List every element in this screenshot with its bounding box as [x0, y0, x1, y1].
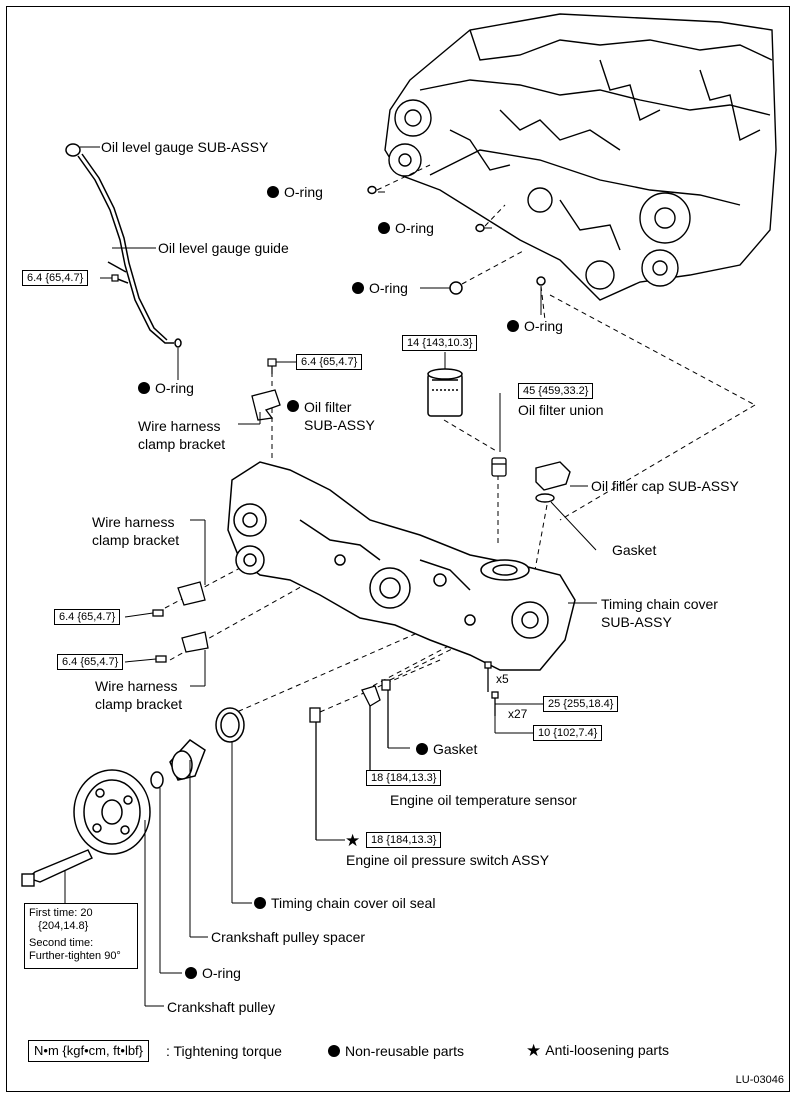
torque-oil-temperature-sensor: 18 {184,13.3}	[366, 770, 442, 786]
non-reusable-dot-icon	[416, 743, 428, 755]
leader-lines	[64, 146, 597, 1007]
torque-clamp-bracket-bolt-mid: 6.4 {65,4.7}	[54, 609, 121, 625]
label-timing-chain-cover-oil-seal: Timing chain cover oil seal	[254, 895, 435, 912]
torque-gauge-guide-bolt: 6.4 {65,4.7}	[22, 270, 89, 286]
crank-torque-line1: First time: 20	[29, 907, 93, 919]
non-reusable-dot-icon	[378, 222, 390, 234]
label-oil-filter-union: Oil filter union	[518, 402, 604, 418]
seal-spacer-art	[150, 707, 245, 789]
non-reusable-dot-icon	[352, 282, 364, 294]
non-reusable-dot-icon	[507, 320, 519, 332]
gasket-text: Gasket	[433, 741, 478, 757]
count-x27: x27	[508, 707, 528, 721]
label-gasket-filler: Gasket	[612, 542, 657, 558]
cover-bolts-art	[484, 661, 499, 716]
sensors-art	[309, 679, 391, 840]
timing-chain-cover-art	[227, 461, 576, 671]
o-ring-text: O-ring	[395, 220, 434, 236]
label-oil-level-gauge-subassy: Oil level gauge SUB-ASSY	[101, 139, 269, 155]
o-ring-text: O-ring	[284, 184, 323, 200]
label-o-ring-5: O-ring	[138, 380, 194, 397]
torque-cover-bolt-x5: 10 {102,7.4}	[533, 725, 603, 741]
crank-bolt-torque-box: First time: 20 {204,14.8} Second time: F…	[24, 903, 138, 969]
label-timing-chain-cover-subassy: Timing chain cover SUB-ASSY	[601, 596, 718, 630]
oil-filter-text: Oil filter SUB-ASSY	[304, 399, 375, 433]
torque-oil-pressure-switch: 18 {184,13.3}	[366, 832, 442, 848]
figure-code: LU-03046	[735, 1074, 784, 1086]
label-oil-filler-cap-subassy: Oil filler cap SUB-ASSY	[591, 478, 739, 494]
non-reusable-dot-icon	[267, 186, 279, 198]
label-o-ring-4: O-ring	[507, 318, 563, 335]
label-gasket-sensor: Gasket	[416, 741, 477, 758]
legend-non-reusable: Non-reusable parts	[328, 1043, 464, 1060]
oil-level-gauge-art	[65, 143, 174, 344]
oil-filler-cap-art	[535, 461, 571, 503]
label-wire-harness-clamp-bracket-top: Wire harness clamp bracket	[138, 418, 226, 452]
oil-filter-art	[427, 368, 463, 417]
label-crankshaft-pulley-spacer: Crankshaft pulley spacer	[211, 929, 366, 945]
legend-non-reusable-text: Non-reusable parts	[345, 1043, 465, 1059]
label-o-ring-crank: O-ring	[185, 965, 241, 982]
clamp-bracket-top-art	[251, 389, 281, 421]
label-crankshaft-pulley: Crankshaft pulley	[167, 999, 276, 1015]
clamp-bracket-lower-art	[152, 581, 209, 663]
non-reusable-dot-icon	[287, 400, 299, 412]
label-oil-level-gauge-guide: Oil level gauge guide	[158, 240, 289, 256]
legend-anti-loosening-text: Anti-loosening parts	[545, 1042, 669, 1058]
label-engine-oil-temperature-sensor: Engine oil temperature sensor	[390, 792, 577, 808]
crank-bolt-art	[21, 849, 93, 887]
o-ring-text: O-ring	[524, 318, 563, 334]
non-reusable-dot-icon	[138, 382, 150, 394]
torque-oil-filter: 14 {143,10.3}	[402, 335, 478, 351]
label-o-ring-2: O-ring	[378, 220, 434, 237]
oil-filter-union-art	[491, 457, 507, 477]
torque-clamp-bracket-bolt-bottom: 6.4 {65,4.7}	[57, 654, 124, 670]
o-ring-text: O-ring	[369, 280, 408, 296]
torque-cover-bolt-x27: 25 {255,18.4}	[543, 696, 619, 712]
count-x5: x5	[496, 672, 509, 686]
torque-oil-filter-union: 45 {459,33.2}	[518, 383, 594, 399]
torque-clamp-bracket-bolt-top: 6.4 {65,4.7}	[296, 354, 363, 370]
anti-loosening-star-icon: ★	[345, 831, 361, 850]
label-wire-harness-clamp-bracket-mid: Wire harness clamp bracket	[92, 514, 180, 548]
legend-torque-units: N•m {kgf•cm, ft•lbf}	[28, 1040, 150, 1062]
non-reusable-dot-icon	[185, 967, 197, 979]
crankshaft-pulley-art	[73, 769, 151, 855]
o-ring-text: O-ring	[202, 965, 241, 981]
crank-torque-line2: {204,14.8}	[29, 920, 89, 932]
label-wire-harness-clamp-bracket-bottom: Wire harness clamp bracket	[95, 678, 183, 712]
label-o-ring-3: O-ring	[352, 280, 408, 297]
legend-anti-loosening: ★Anti-loosening parts	[526, 1042, 669, 1059]
diagram-frame	[6, 6, 790, 1092]
non-reusable-dot-icon	[328, 1045, 340, 1057]
label-engine-oil-pressure-switch-assy: Engine oil pressure switch ASSY	[346, 852, 550, 868]
non-reusable-dot-icon	[254, 897, 266, 909]
crank-torque-line3: Second time:	[29, 937, 94, 949]
label-o-ring-1: O-ring	[267, 184, 323, 201]
anti-loosening-star-icon: ★	[526, 1041, 542, 1060]
o-ring-text: O-ring	[155, 380, 194, 396]
crank-torque-line4: Further-tighten 90°	[29, 950, 121, 962]
label-oil-filter-subassy: Oil filter SUB-ASSY	[287, 398, 375, 434]
legend-torque-text: : Tightening torque	[166, 1043, 282, 1059]
oil-seal-text: Timing chain cover oil seal	[271, 895, 436, 911]
engine-block	[384, 13, 777, 301]
